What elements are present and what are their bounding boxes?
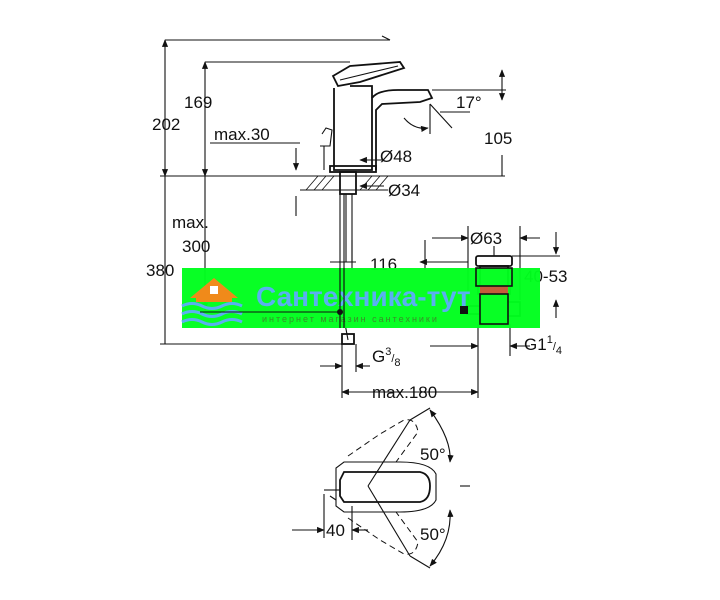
dim-202: 202 <box>152 115 180 134</box>
dim-300: 300 <box>182 237 210 256</box>
g38-num: 3 <box>385 346 391 358</box>
dim-105: 105 <box>484 129 512 148</box>
dim-50-deg-lower: 50° <box>420 525 446 544</box>
dim-g38: G3/8 <box>372 346 401 369</box>
dim-17-deg: 17° <box>456 93 482 112</box>
dim-dia48: Ø48 <box>380 147 412 166</box>
dim-169: 169 <box>184 93 212 112</box>
dim-dia34: Ø34 <box>388 181 420 200</box>
g38-den: 8 <box>394 357 400 369</box>
dim-max-label: max. <box>172 213 209 232</box>
dim-380: 380 <box>146 261 174 280</box>
dim-50-deg-upper: 50° <box>420 445 446 464</box>
dim-max30: max.30 <box>214 125 270 144</box>
dim-40: 40 <box>326 521 345 540</box>
watermark-subtitle: интернет магазин сантехники <box>262 314 439 324</box>
g38-base: G <box>372 347 385 366</box>
watermark-banner: Сантехника-тут интернет магазин сантехни… <box>181 267 540 328</box>
g114-base: G1 <box>524 335 547 354</box>
dim-dia63: Ø63 <box>470 229 502 248</box>
watermark-title: Сантехника-тут <box>256 281 471 312</box>
dim-g114: G11/4 <box>524 334 562 357</box>
g114-num: 1 <box>547 334 553 346</box>
lever-top-view <box>292 407 470 569</box>
dimension-lines <box>160 35 560 398</box>
dim-max180: max.180 <box>372 383 437 402</box>
g114-den: 4 <box>556 345 562 357</box>
